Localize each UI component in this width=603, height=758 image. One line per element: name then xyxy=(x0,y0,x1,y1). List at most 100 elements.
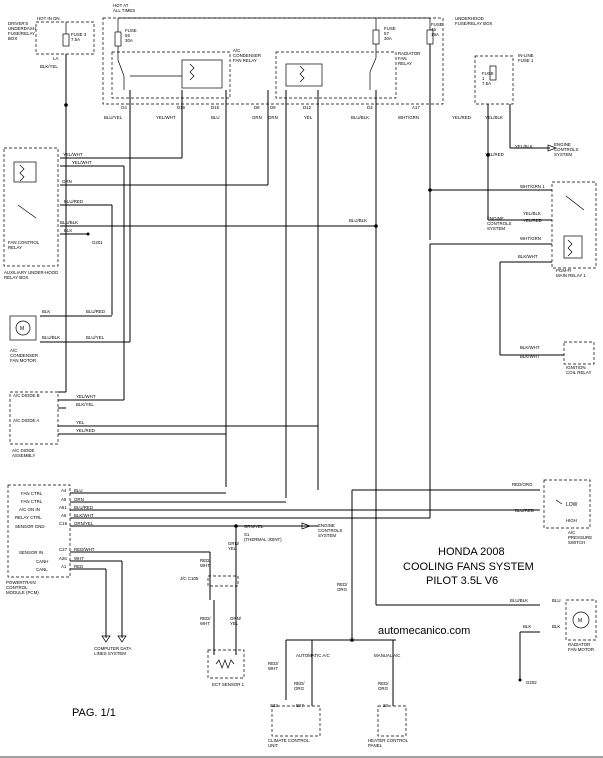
svg-text:YEL/WHT: YEL/WHT xyxy=(156,115,176,120)
svg-text:RED/WHT: RED/WHT xyxy=(268,661,279,671)
title-line-2: COOLING FANS SYSTEM xyxy=(403,561,534,573)
svg-text:23: 23 xyxy=(383,703,388,708)
svg-text:S1(THERMAL JOINT): S1(THERMAL JOINT) xyxy=(244,532,282,542)
svg-text:D9: D9 xyxy=(270,105,276,110)
svg-text:A4: A4 xyxy=(61,488,67,493)
svg-text:WHT/GRN 1: WHT/GRN 1 xyxy=(520,184,545,189)
svg-text:YEL/RED: YEL/RED xyxy=(452,115,471,120)
g201-label: G201 xyxy=(92,240,103,245)
svg-text:ECT SENSOR 1: ECT SENSOR 1 xyxy=(212,682,245,687)
svg-text:GRN: GRN xyxy=(62,179,72,184)
svg-text:BLU/YEL: BLU/YEL xyxy=(104,115,123,120)
svg-text:BLU/BLK: BLU/BLK xyxy=(42,335,60,340)
svg-text:BLU/RED: BLU/RED xyxy=(86,309,105,314)
svg-text:RED/ORG: RED/ORG xyxy=(512,482,533,487)
svg-text:CANL: CANL xyxy=(36,567,48,572)
svg-text:GRN/YEL: GRN/YEL xyxy=(244,524,264,529)
svg-text:S22: S22 xyxy=(270,703,278,708)
svg-text:BLK/WHT: BLK/WHT xyxy=(520,345,540,350)
svg-text:FAN CTRL: FAN CTRL xyxy=(21,499,43,504)
svg-text:YEL/WHT: YEL/WHT xyxy=(63,152,83,157)
blk-yel-label: BLK/YEL xyxy=(40,64,58,69)
svg-text:BLK/WHT: BLK/WHT xyxy=(74,513,94,518)
svg-text:YEL/RED: YEL/RED xyxy=(76,428,95,433)
svg-text:LOW: LOW xyxy=(566,502,578,508)
svg-text:SENSOR IN: SENSOR IN xyxy=(19,550,43,555)
svg-text:A1: A1 xyxy=(61,564,67,569)
title-line-3: PILOT 3.5L V6 xyxy=(426,575,498,587)
svg-text:BLU: BLU xyxy=(211,115,220,120)
svg-text:RED/WHT: RED/WHT xyxy=(200,558,211,568)
title-block: HONDA 2008 COOLING FANS SYSTEM PILOT 3.5… xyxy=(72,546,534,719)
ect-sensor-1: ECT SENSOR 1 xyxy=(207,649,245,687)
svg-text:BLK/YEL: BLK/YEL xyxy=(76,402,94,407)
hot-in-on-label: HOT IN ON xyxy=(37,16,60,21)
svg-text:WHT/GRN: WHT/GRN xyxy=(520,236,541,241)
underhood-pin-labels: G4 D16 D15 D8 D9 D12 D3 A17 BLU/YEL YEL/… xyxy=(104,105,503,120)
svg-text:M: M xyxy=(578,618,582,624)
svg-text:BLU/RED: BLU/RED xyxy=(515,508,534,513)
svg-text:YEL/BLK: YEL/BLK xyxy=(485,115,503,120)
main-wires xyxy=(40,44,564,706)
svg-text:BLK: BLK xyxy=(64,228,72,233)
svg-text:BLK: BLK xyxy=(42,309,50,314)
svg-text:FAN CTRL: FAN CTRL xyxy=(21,491,43,496)
svg-text:RED/ORG: RED/ORG xyxy=(337,582,348,592)
svg-text:BLU/BLK: BLU/BLK xyxy=(349,218,367,223)
svg-text:RELAY CTRL: RELAY CTRL xyxy=(15,515,42,520)
jc-c105: J/C C105 RED/WHT RED/WHT GRN/YEL GRN/YEL xyxy=(180,541,242,626)
svg-text:A/C DIODE A: A/C DIODE A xyxy=(13,418,39,423)
svg-text:RED: RED xyxy=(74,564,83,569)
svg-text:A26: A26 xyxy=(59,556,67,561)
svg-text:BLU/BLK: BLU/BLK xyxy=(60,220,78,225)
svg-text:C16: C16 xyxy=(59,521,68,526)
svg-text:MANUAL A/C: MANUAL A/C xyxy=(374,653,400,658)
svg-text:HIGH: HIGH xyxy=(566,518,577,523)
svg-text:GRN: GRN xyxy=(74,497,84,502)
svg-text:GRN/YEL: GRN/YEL xyxy=(228,541,240,551)
svg-text:A61: A61 xyxy=(59,505,67,510)
svg-text:CANH: CANH xyxy=(36,559,48,564)
svg-text:BLK: BLK xyxy=(552,624,560,629)
svg-text:AUTOMATIC A/C: AUTOMATIC A/C xyxy=(296,653,330,658)
svg-text:RED/WHT: RED/WHT xyxy=(74,547,95,552)
svg-text:A6: A6 xyxy=(61,513,67,518)
svg-text:BLU/BLK: BLU/BLK xyxy=(510,598,528,603)
svg-text:YEL/WHT: YEL/WHT xyxy=(72,160,92,165)
title-line-1: HONDA 2008 xyxy=(438,546,505,558)
svg-text:A5: A5 xyxy=(61,497,67,502)
svg-text:BLK: BLK xyxy=(523,624,531,629)
svg-text:BLU: BLU xyxy=(74,488,83,493)
svg-text:D3: D3 xyxy=(367,105,373,110)
svg-text:YEL: YEL xyxy=(304,115,313,120)
junction-dots xyxy=(64,103,522,682)
svg-text:YEL/RED: YEL/RED xyxy=(485,152,504,157)
svg-text:GRN: GRN xyxy=(252,115,262,120)
svg-text:BLK/WHT: BLK/WHT xyxy=(520,354,540,359)
